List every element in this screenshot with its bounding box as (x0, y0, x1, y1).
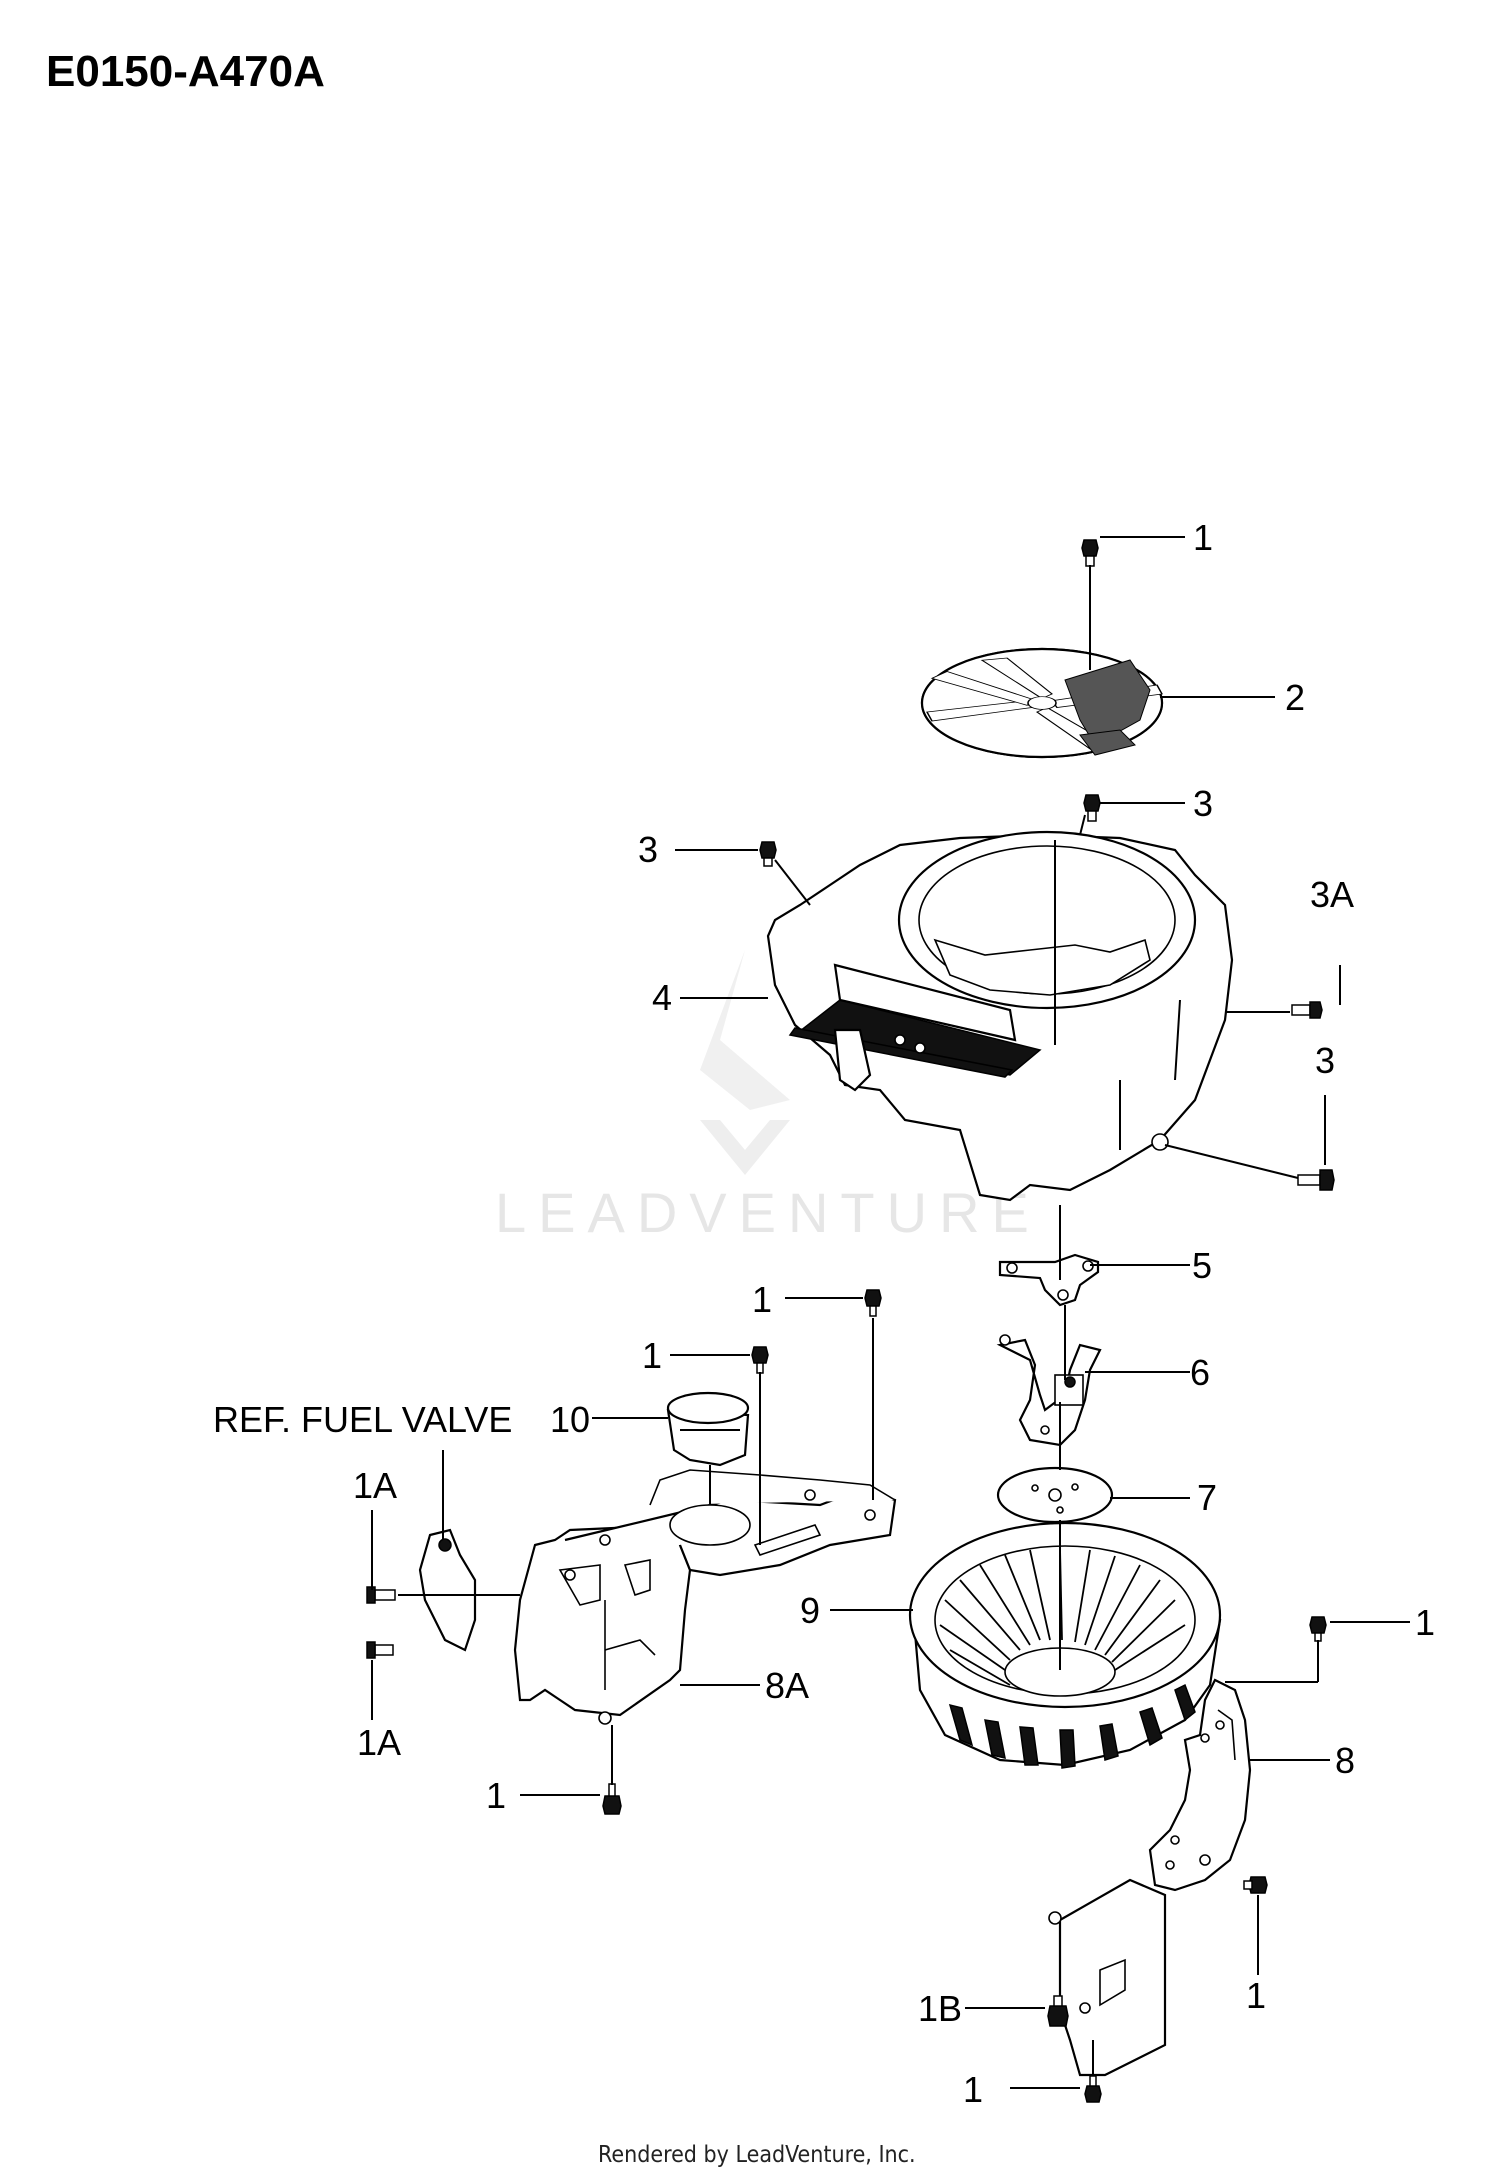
callout-1-left-bottom[interactable]: 1 (486, 1775, 506, 1816)
callout-3-lower-right[interactable]: 3 (1315, 1040, 1335, 1081)
callout-1a-lower[interactable]: 1A (357, 1722, 401, 1763)
leader-lines (371, 536, 1410, 2089)
callout-1-bottom[interactable]: 1 (963, 2069, 983, 2110)
part-6-bracket[interactable] (996, 1334, 1102, 1447)
callout-3-upper-right[interactable]: 3 (1193, 783, 1213, 824)
part-9-flywheel-fan[interactable] (908, 1521, 1222, 1769)
watermark-text: LEADVENTURE (495, 1181, 1041, 1244)
callout-ref-fuel-valve[interactable]: REF. FUEL VALVE (213, 1399, 512, 1440)
callout-1-top[interactable]: 1 (1193, 517, 1213, 558)
footer-credit: Rendered by LeadVenture, Inc. (598, 2142, 916, 2168)
bolts (366, 539, 1335, 2103)
leadventure-watermark: LEADVENTURE (495, 950, 1041, 1244)
part-8a-air-guide[interactable] (418, 1469, 897, 1725)
callout-8[interactable]: 8 (1335, 1740, 1355, 1781)
callout-7[interactable]: 7 (1197, 1477, 1217, 1518)
callout-labels: 1 2 3 3 3A 4 3 5 1 1 6 REF. FUEL VALVE 1… (213, 517, 1435, 2110)
callout-1-tube[interactable]: 1 (642, 1335, 662, 1376)
callout-3a[interactable]: 3A (1310, 874, 1354, 915)
callout-1-right-lower[interactable]: 1 (1246, 1975, 1266, 2016)
part-2-screen[interactable] (920, 647, 1164, 759)
callout-1-bracket-top[interactable]: 1 (752, 1279, 772, 1320)
part-4-blower-housing[interactable] (766, 830, 1234, 1202)
callout-8a[interactable]: 8A (765, 1665, 809, 1706)
callout-6[interactable]: 6 (1190, 1352, 1210, 1393)
part-7-disc[interactable] (996, 1466, 1114, 1524)
callout-1b[interactable]: 1B (918, 1988, 962, 2029)
callout-9[interactable]: 9 (800, 1590, 820, 1631)
part-5-plate[interactable] (998, 1253, 1100, 1307)
callout-2[interactable]: 2 (1285, 677, 1305, 718)
callout-5[interactable]: 5 (1192, 1245, 1212, 1286)
diagram-title: E0150-A470A (46, 47, 325, 96)
callout-4[interactable]: 4 (652, 977, 672, 1018)
callout-3-left[interactable]: 3 (638, 829, 658, 870)
part-8-air-guide[interactable] (1048, 1678, 1252, 2077)
part-10-ring[interactable] (666, 1391, 750, 1467)
callout-10[interactable]: 10 (550, 1399, 590, 1440)
callout-1-right[interactable]: 1 (1415, 1602, 1435, 1643)
callout-1a-upper[interactable]: 1A (353, 1465, 397, 1506)
